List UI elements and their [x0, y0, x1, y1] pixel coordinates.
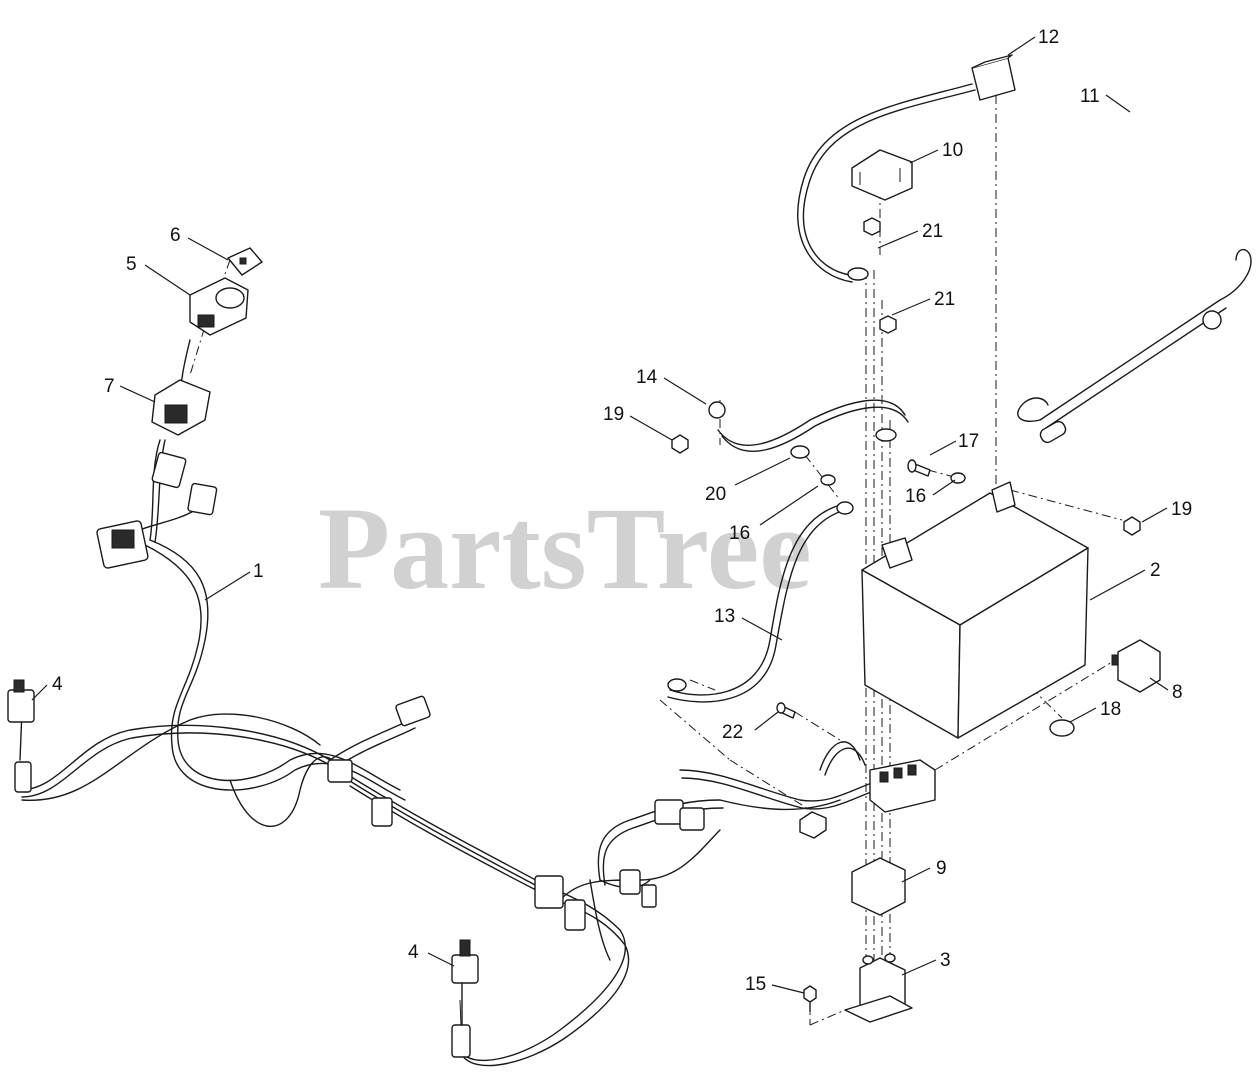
callout-21: 21 — [934, 289, 955, 310]
leader-lines — [31, 36, 1169, 994]
callout-6: 6 — [170, 225, 181, 246]
callout-19: 19 — [603, 404, 624, 425]
callout-1: 1 — [253, 561, 264, 582]
callout-16: 16 — [729, 523, 750, 544]
hardware-small-parts — [790, 445, 966, 486]
part-18-and-22 — [776, 702, 1075, 737]
callout-15: 15 — [745, 974, 766, 995]
callout-4: 4 — [408, 942, 419, 963]
part-10-terminal-cover — [851, 149, 913, 201]
partstree-watermark: PartsTree — [318, 483, 812, 614]
part-8-relay — [1111, 639, 1161, 693]
main-wiring-harness — [19, 339, 883, 1067]
callout-17: 17 — [958, 431, 979, 452]
harness-connectors — [14, 451, 827, 1058]
part-9-bracket — [851, 857, 906, 916]
part-5-ignition-switch — [189, 277, 249, 336]
part-11-hold-down-rod — [1017, 248, 1252, 444]
part-2-battery — [861, 481, 1089, 739]
callout-18: 18 — [1100, 699, 1121, 720]
callout-14: 14 — [636, 367, 658, 388]
part-12-terminal-boot — [797, 54, 1016, 283]
callout-4: 4 — [52, 674, 63, 695]
callout-19: 19 — [1171, 499, 1192, 520]
callout-2: 2 — [1150, 560, 1161, 581]
part-15-bolt — [803, 985, 817, 1013]
callout-21: 21 — [922, 221, 943, 242]
part-13-battery-cable — [667, 501, 854, 703]
callout-5: 5 — [126, 254, 137, 275]
part-4-pto-switch — [451, 939, 479, 1026]
part-4-seat-switch — [7, 679, 35, 723]
callout-11: 11 — [1080, 86, 1100, 107]
callout-10: 10 — [942, 140, 963, 161]
part-19-nuts — [671, 434, 1141, 536]
part-21-nuts — [863, 217, 897, 334]
callout-8: 8 — [1172, 682, 1183, 703]
part-7-rocker-switch — [151, 379, 211, 436]
callout-20: 20 — [705, 484, 726, 505]
callout-13: 13 — [714, 606, 735, 627]
callout-3: 3 — [940, 950, 951, 971]
part-14-battery-cable — [708, 399, 909, 452]
part-6-ignition-key — [227, 247, 263, 276]
callout-22: 22 — [722, 722, 743, 743]
callout-7: 7 — [104, 376, 115, 397]
callout-9: 9 — [936, 858, 947, 879]
callout-16: 16 — [905, 486, 926, 507]
fuse-block — [869, 759, 936, 813]
callout-12: 12 — [1038, 27, 1059, 48]
part-3-solenoid — [844, 953, 913, 1023]
callout-labels: 12 10 21 21 11 14 19 17 20 16 16 19 2 13… — [52, 27, 1192, 995]
